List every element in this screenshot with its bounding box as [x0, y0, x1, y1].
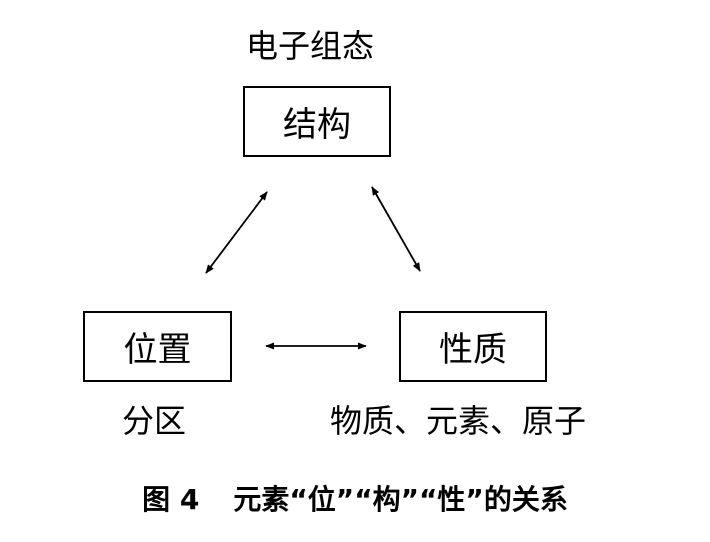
electron-configuration-label: 电子组态 [246, 27, 375, 65]
figure-caption: 图 4 元素“位”“构”“性”的关系 [0, 478, 710, 518]
structure-position-arrow [205, 191, 268, 274]
zone-label: 分区 [122, 402, 187, 440]
figure-number: 图 4 [142, 483, 200, 516]
substance-element-atom-label: 物质、元素、原子 [330, 402, 587, 440]
position-box-label: 位置 [123, 330, 192, 370]
structure-box-label: 结构 [283, 105, 351, 145]
structure-property-arrow [371, 186, 421, 272]
figure-title: 元素“位”“构”“性”的关系 [233, 483, 568, 516]
structure-box: 结构 [243, 86, 391, 157]
property-box: 性质 [399, 311, 547, 382]
position-box: 位置 [83, 311, 232, 382]
property-box-label: 性质 [439, 330, 507, 370]
